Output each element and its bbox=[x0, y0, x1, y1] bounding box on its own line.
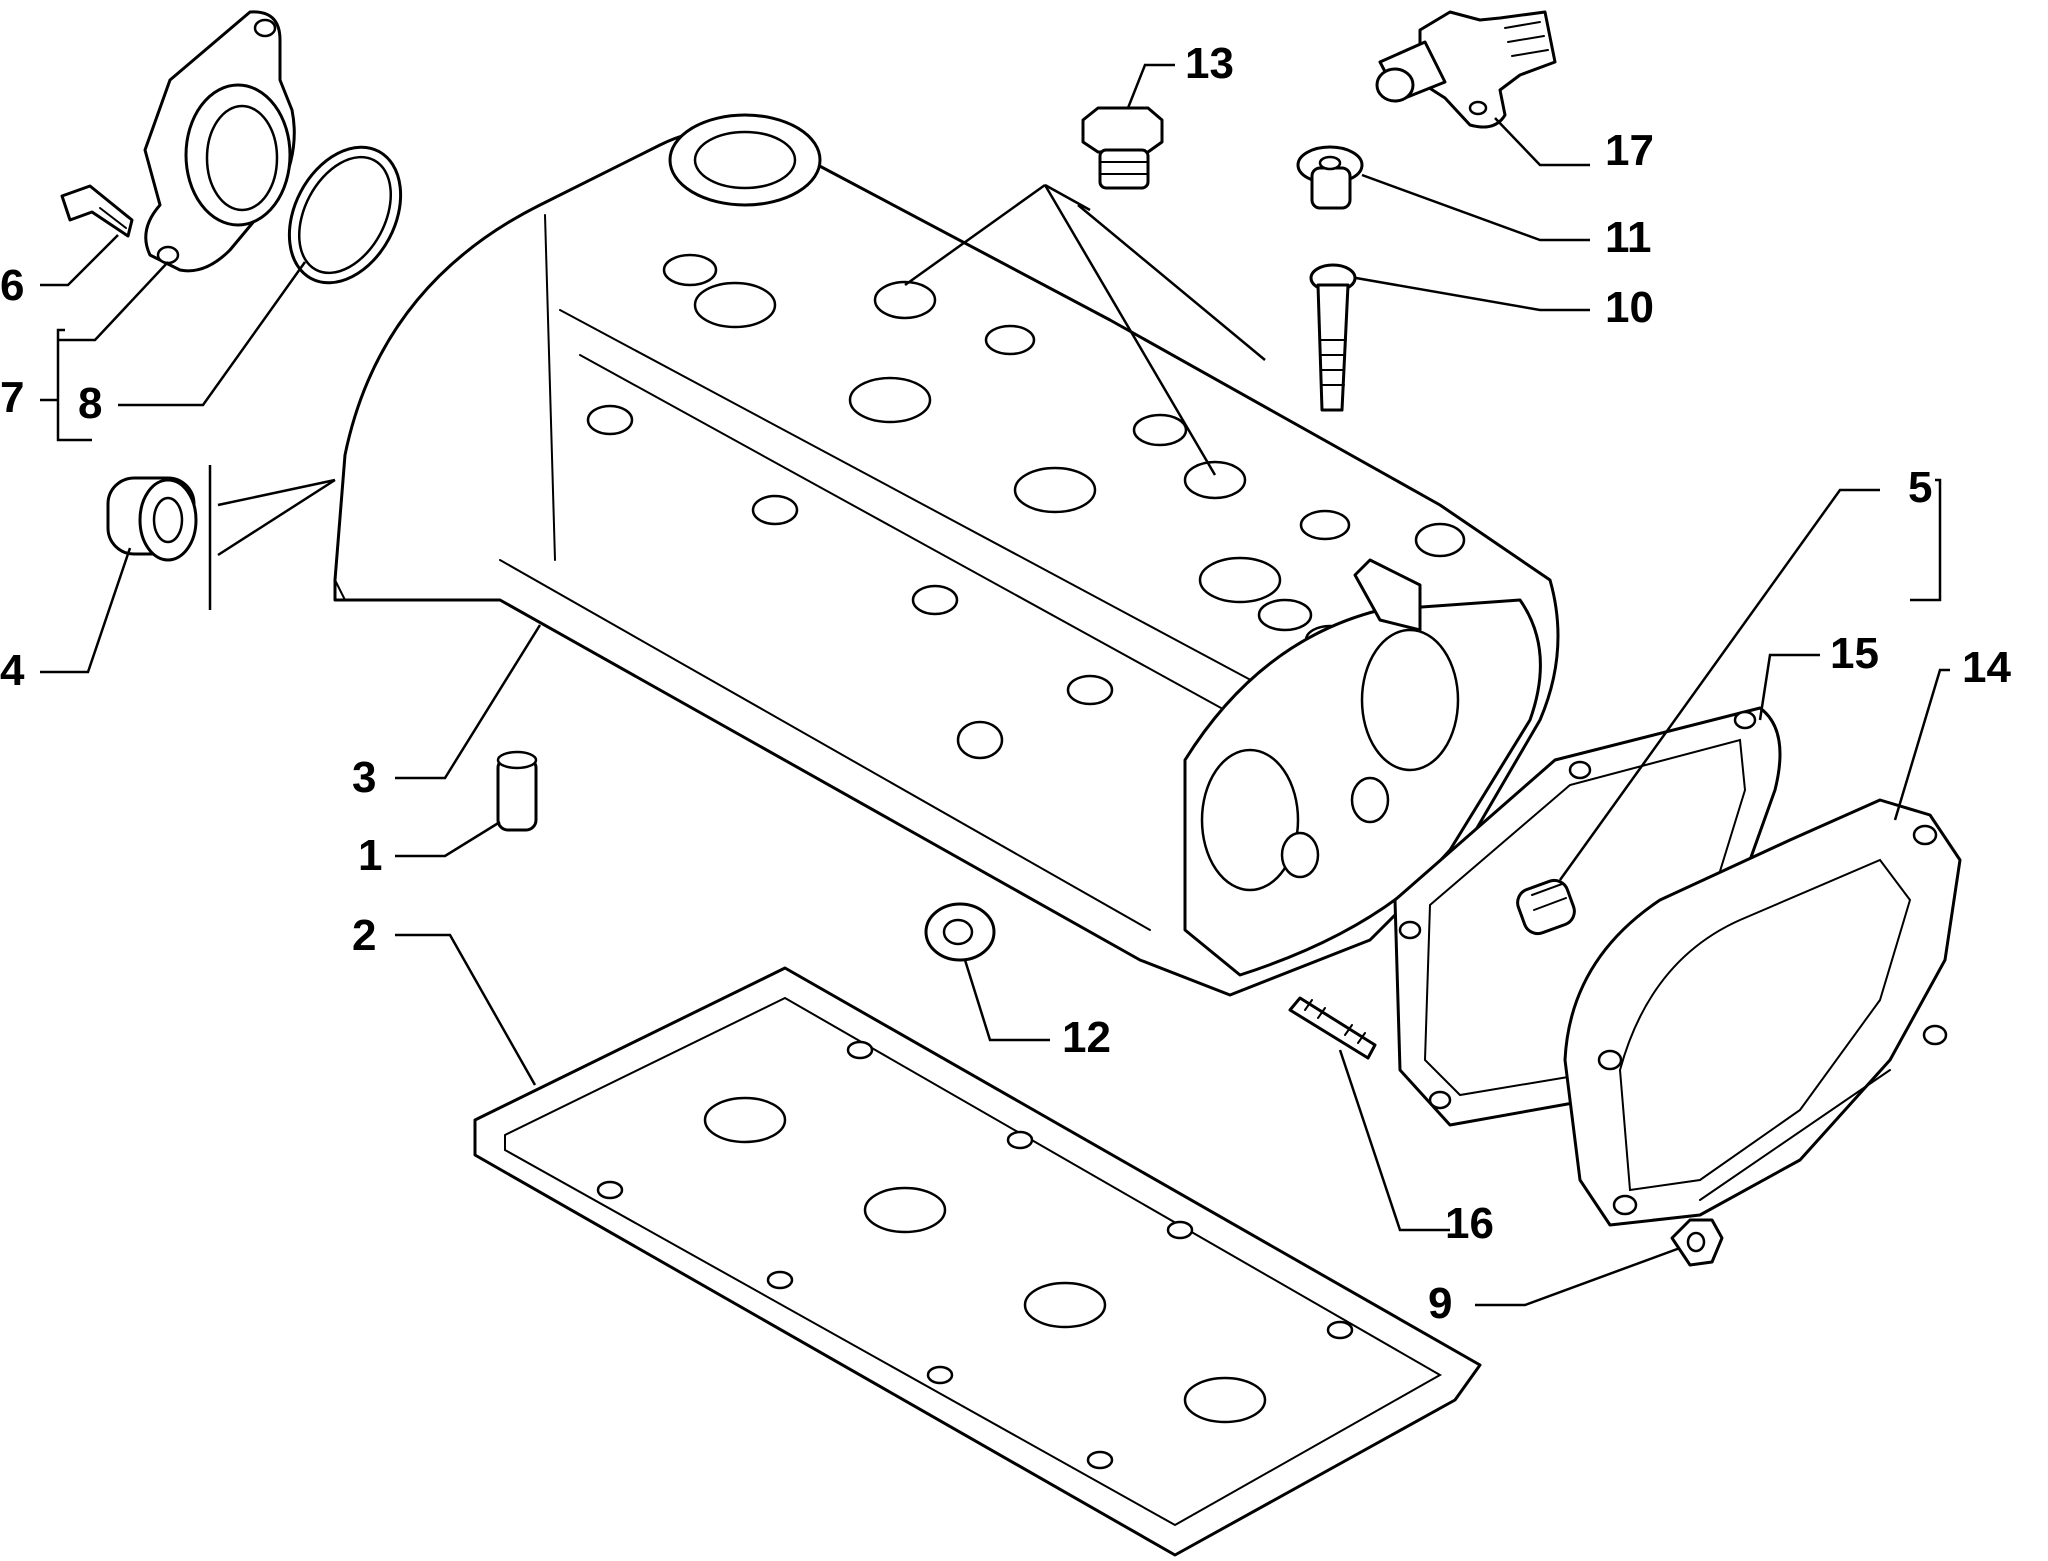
label-part-12: 12 bbox=[1062, 1013, 1111, 1062]
label-part-6: 6 bbox=[0, 261, 24, 310]
flange-screw bbox=[60, 184, 134, 238]
label-part-11: 11 bbox=[1605, 213, 1652, 262]
label-part-16: 16 bbox=[1445, 1199, 1494, 1248]
hex-nut bbox=[1670, 1218, 1724, 1267]
label-part-7: 7 bbox=[0, 373, 24, 422]
cover-gasket bbox=[473, 966, 1482, 1557]
socket-plug bbox=[1296, 145, 1364, 210]
flange-housing bbox=[143, 10, 296, 273]
grub-screw bbox=[1516, 878, 1576, 936]
knurled-insert bbox=[106, 476, 198, 562]
label-part-14: 14 bbox=[1962, 643, 2011, 692]
label-part-3: 3 bbox=[352, 753, 376, 802]
long-bolt bbox=[1309, 263, 1357, 412]
part-labels: 1 2 3 4 5 6 7 8 9 10 11 12 13 14 15 16 1… bbox=[0, 39, 2011, 1328]
label-part-4: 4 bbox=[0, 646, 25, 695]
stud bbox=[1288, 996, 1377, 1060]
cylinder-head-cover bbox=[333, 113, 1560, 997]
threaded-plug-top bbox=[1081, 106, 1164, 190]
label-part-13: 13 bbox=[1185, 39, 1234, 88]
dowel-pin bbox=[496, 750, 538, 832]
threaded-plug-side bbox=[924, 902, 996, 962]
label-part-2: 2 bbox=[352, 911, 376, 960]
label-part-9: 9 bbox=[1428, 1279, 1452, 1328]
leader-lines bbox=[40, 63, 1950, 1307]
label-part-10: 10 bbox=[1605, 283, 1654, 332]
label-part-8: 8 bbox=[78, 379, 102, 428]
label-part-1: 1 bbox=[358, 831, 382, 880]
position-sensor bbox=[1375, 10, 1557, 129]
label-part-5: 5 bbox=[1908, 463, 1932, 512]
end-cover bbox=[1563, 798, 1962, 1227]
label-part-15: 15 bbox=[1830, 629, 1879, 678]
o-ring bbox=[287, 145, 403, 285]
label-part-17: 17 bbox=[1605, 126, 1654, 175]
